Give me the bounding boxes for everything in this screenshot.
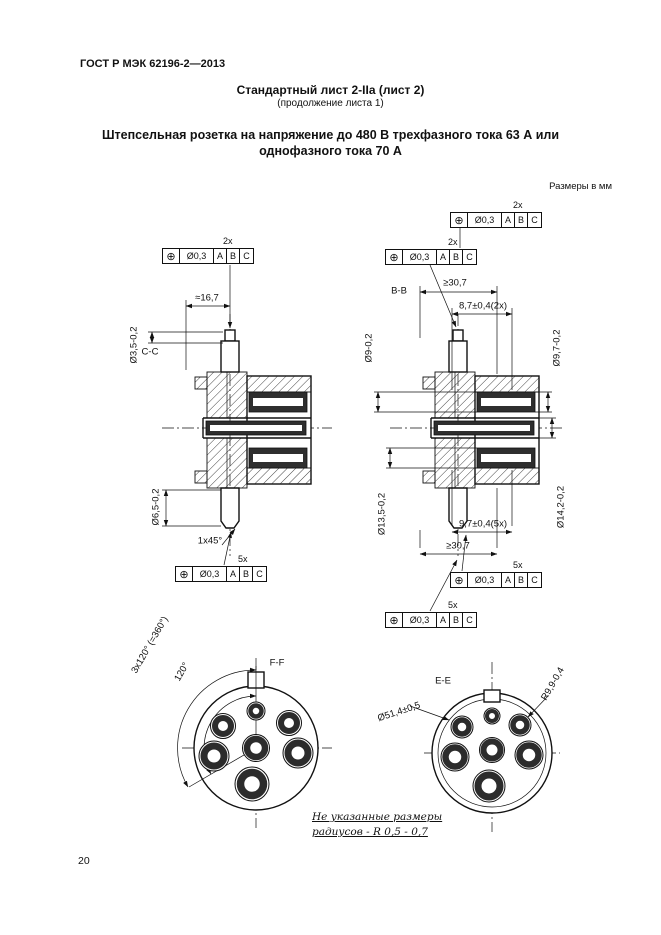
datum-a: A (502, 573, 515, 587)
quantity-label: 5x (513, 560, 523, 570)
contact-hole (210, 713, 236, 739)
dim-dia-9: Ø9-0,2 (363, 333, 375, 363)
quantity-label: 5x (448, 600, 458, 610)
dim-dia-14-2: Ø14,2-0,2 (555, 485, 567, 529)
contact-hole (282, 737, 314, 769)
view-label-ff: F-F (269, 657, 285, 669)
tolerance-frame-right-top-outer: 2x ⊕ Ø0,3 A B C (450, 200, 542, 228)
drawing-title-line2: однофазного тока 70 А (259, 144, 402, 158)
mounting-pin-top (452, 329, 464, 342)
quantity-label: 5x (238, 554, 248, 564)
contact-hole (514, 740, 544, 770)
contact-hole (472, 769, 506, 803)
dim-approx-16-7: ≈16,7 (195, 292, 219, 304)
contact-hole (276, 710, 302, 736)
dim-dia-9-7: Ø9,7-0,2 (551, 329, 563, 367)
tolerance-value: Ø0,3 (403, 250, 437, 264)
contact-hole (479, 737, 505, 763)
tolerance-value: Ø0,3 (403, 613, 437, 627)
datum-b: B (515, 213, 528, 227)
dim-dia-13-5: Ø13,5-0,2 (376, 492, 388, 536)
sheet-subtitle: (продолжение листа 1) (277, 98, 384, 109)
doc-number: ГОСТ Р МЭК 62196-2—2013 (80, 58, 226, 70)
dim-dia-3-5: Ø3,5-0,2 (128, 326, 140, 364)
sheet-title: Стандартный лист 2-IIa (лист 2) (236, 83, 425, 97)
dim-min-30-7-top: ≥30,7 (443, 277, 467, 289)
tolerance-value: Ø0,3 (468, 573, 502, 587)
position-symbol-icon: ⊕ (451, 213, 468, 227)
view-label-ee: E-E (435, 675, 451, 687)
position-symbol-icon: ⊕ (386, 613, 403, 627)
mounting-pin-top (224, 329, 236, 342)
contact-hole (234, 766, 270, 802)
datum-b: B (227, 249, 240, 263)
datum-b: B (515, 573, 528, 587)
section-view-bb (374, 228, 562, 612)
datum-b: B (450, 613, 463, 627)
contact-hole (246, 701, 266, 721)
position-symbol-icon: ⊕ (451, 573, 468, 587)
datum-b: B (240, 567, 253, 581)
quantity-label: 2x (448, 237, 458, 247)
datum-c: C (466, 252, 473, 262)
radius-note-line1: Не указанные размеры (312, 811, 443, 823)
face-view-ff (177, 658, 332, 828)
face-view-ee (409, 662, 560, 832)
radius-note-line2: радиусов - R 0,5 - 0,7 (312, 826, 428, 838)
tolerance-value: Ø0,3 (193, 567, 227, 581)
contact-hole (440, 742, 470, 772)
tolerance-frame-left-top: 2x ⊕ Ø0,3 A B C (162, 236, 254, 264)
quantity-label: 2x (513, 200, 523, 210)
datum-a: A (502, 213, 515, 227)
section-label-cc: C-C (141, 346, 159, 358)
key-tab (483, 689, 501, 703)
mounting-pin-bottom (220, 487, 240, 529)
drawing-title: Штепсельная розетка на напряжение до 480… (0, 127, 661, 159)
datum-a: A (214, 249, 227, 263)
section-view-cc (148, 265, 332, 566)
tolerance-frame-right-top-inner: 2x ⊕ Ø0,3 A B C (385, 237, 477, 265)
tolerance-value: Ø0,3 (180, 249, 214, 263)
contact-hole (242, 734, 270, 762)
dim-width-8-7: 8,7±0,4(2x) (459, 300, 507, 312)
contact-hole (450, 715, 474, 739)
datum-a: A (227, 567, 240, 581)
dim-dia-6-5: Ø6,5-0,2 (150, 488, 162, 526)
contact-hole (198, 740, 230, 772)
units-note: Размеры в мм (549, 181, 612, 192)
dim-width-9-7: 9,7±0,4(5x) (459, 518, 507, 530)
contact-hole (508, 713, 532, 737)
tolerance-frame-right-bottom-inner: 5x ⊕ Ø0,3 A B C (385, 600, 477, 628)
datum-c: C (531, 215, 538, 225)
tolerance-frame-left-bottom: 5x ⊕ Ø0,3 A B C (175, 554, 267, 582)
datum-c: C (466, 615, 473, 625)
mounting-pin-bottom (448, 487, 468, 529)
tolerance-value: Ø0,3 (468, 213, 502, 227)
datum-b: B (450, 250, 463, 264)
contact-hole (483, 707, 501, 725)
dim-min-30-7-bottom: ≥30,7 (446, 540, 470, 552)
datum-a: A (437, 250, 450, 264)
position-symbol-icon: ⊕ (386, 250, 403, 264)
radius-note: Не указанные размеры радиусов - R 0,5 - … (312, 810, 442, 840)
position-symbol-icon: ⊕ (163, 249, 180, 263)
tolerance-frame-right-bottom-outer: 5x ⊕ Ø0,3 A B C (450, 560, 542, 588)
page-number: 20 (78, 855, 90, 867)
section-label-bb: B-B (391, 285, 407, 297)
dim-chamfer: 1x45° (197, 535, 223, 547)
datum-a: A (437, 613, 450, 627)
position-symbol-icon: ⊕ (176, 567, 193, 581)
quantity-label: 2x (223, 236, 233, 246)
datum-c: C (243, 251, 250, 261)
datum-c: C (531, 575, 538, 585)
datum-c: C (256, 569, 263, 579)
drawing-title-line1: Штепсельная розетка на напряжение до 480… (101, 128, 560, 142)
